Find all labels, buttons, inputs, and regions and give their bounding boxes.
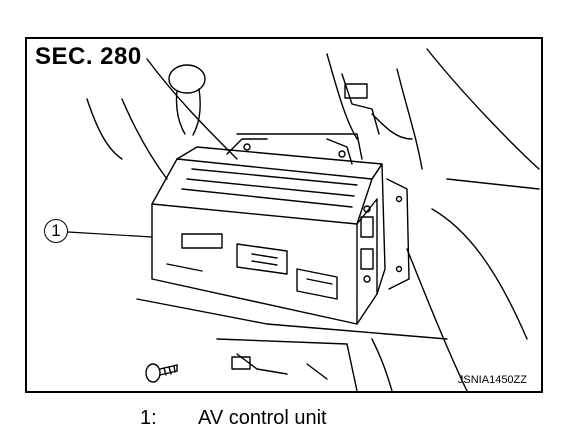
callout-1: 1 [44, 219, 68, 243]
legend-number: 1: [140, 407, 157, 429]
legend-label: AV control unit [198, 407, 327, 429]
figure-code: JSNIA1450ZZ [457, 374, 527, 386]
av-unit-illustration [67, 48, 540, 391]
legend-item-1: 1: AV control unit [140, 407, 327, 430]
diagram-frame: SEC. 280 1 JSNIA1450ZZ [25, 37, 543, 393]
section-label: SEC. 280 [35, 43, 142, 70]
